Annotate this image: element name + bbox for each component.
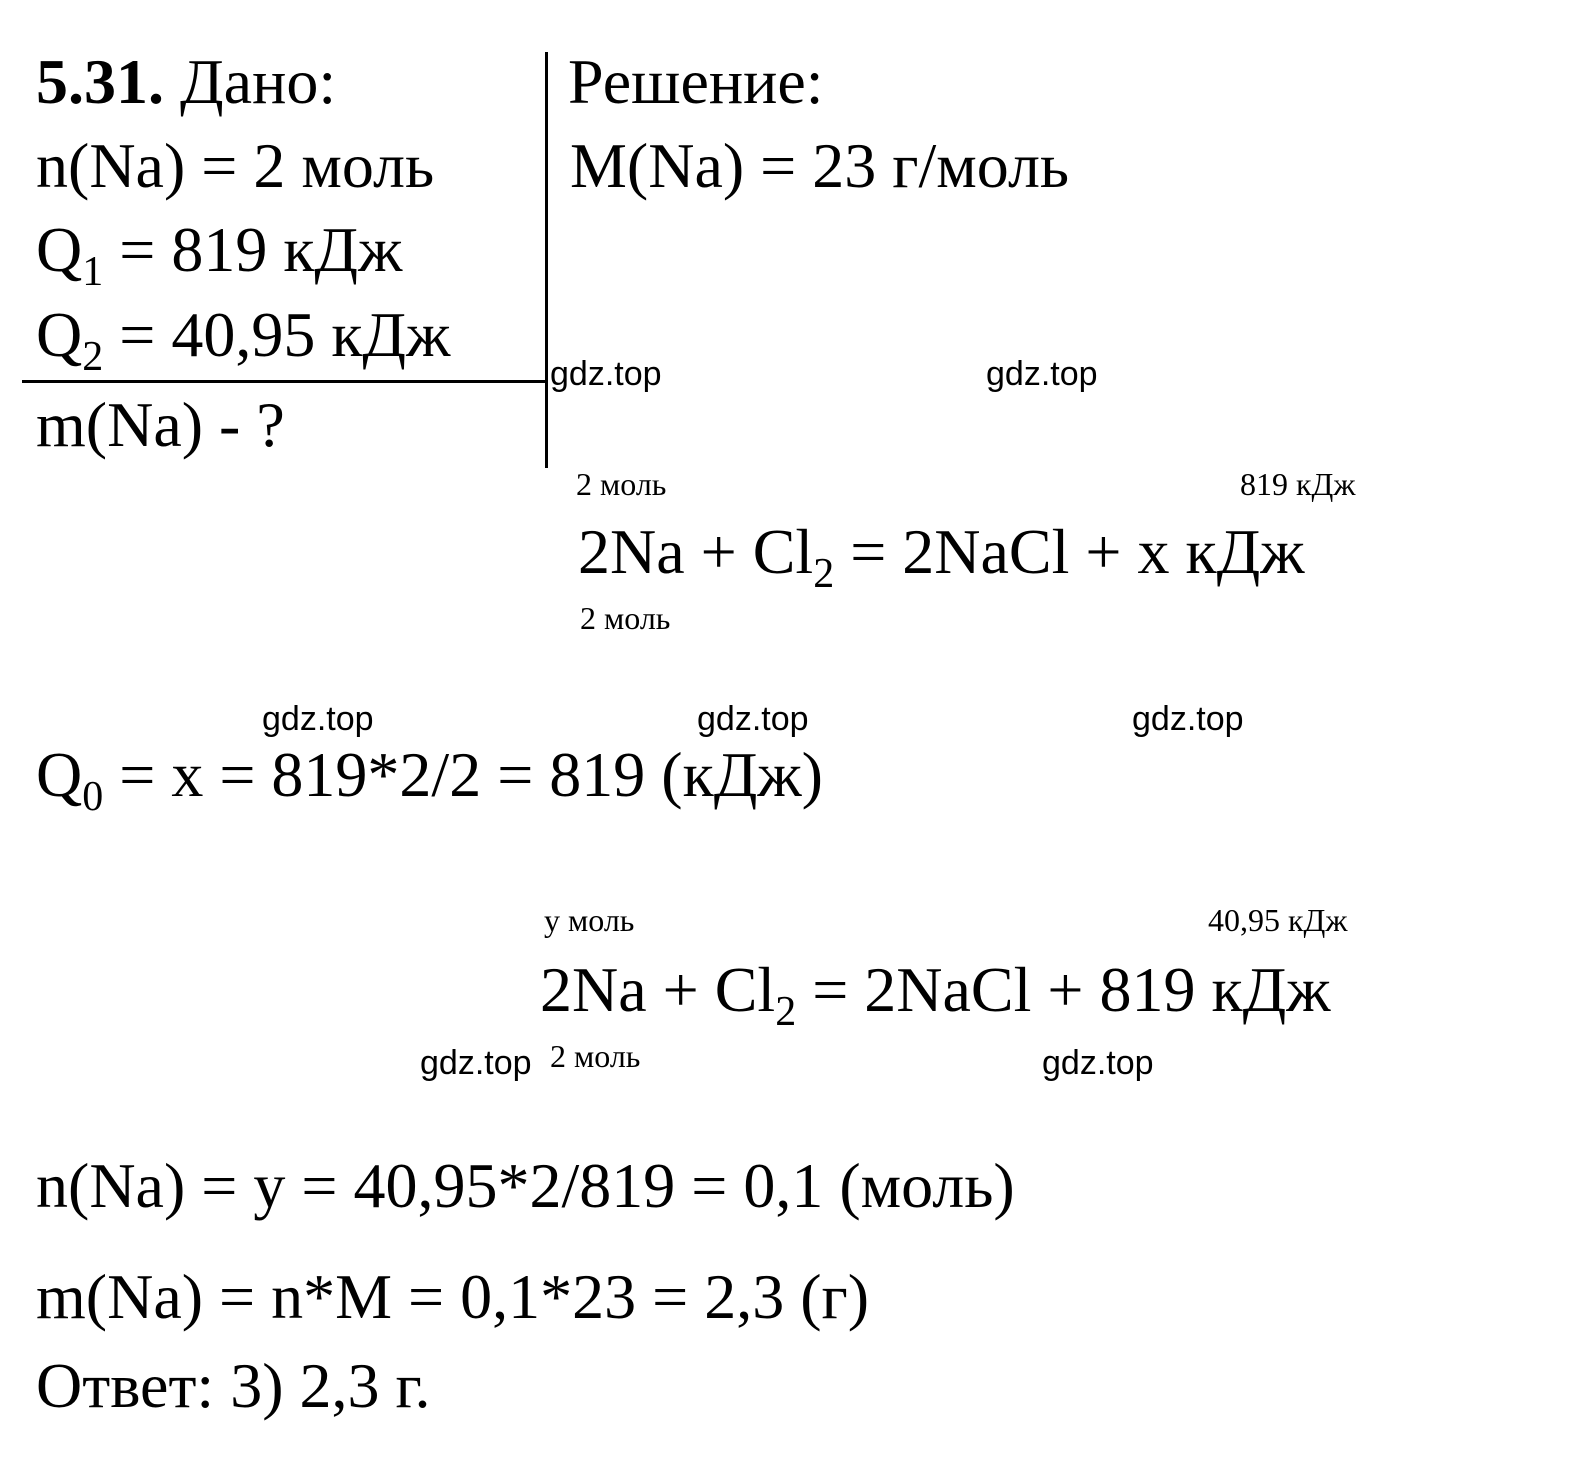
reaction2-subscript: 2 — [775, 989, 797, 1035]
reaction2-above-left: y моль — [544, 902, 635, 938]
molar-mass: M(Na) = 23 г/моль — [570, 130, 1070, 201]
q1-value: = 819 кДж — [103, 214, 403, 285]
calc-amount: n(Na) = y = 40,95*2/819 = 0,1 (моль) — [36, 1150, 1015, 1221]
watermark: gdz.top — [420, 1044, 532, 1082]
reaction1-reactants: 2Na + Cl — [578, 516, 814, 587]
watermark: gdz.top — [1132, 700, 1244, 738]
reaction2-equation: 2Na + Cl2 = 2NaCl + 819 кДж — [540, 958, 1330, 1034]
reaction1-above-left: 2 моль — [576, 466, 667, 502]
reaction2-reactants: 2Na + Cl — [540, 954, 776, 1025]
calc-heat: Q0 = x = 819*2/2 = 819 (кДж) — [36, 743, 823, 819]
watermark: gdz.top — [550, 355, 662, 393]
reaction2-products: = 2NaCl + 819 кДж — [796, 954, 1331, 1025]
q1-symbol: Q — [36, 214, 83, 285]
q1-subscript: 1 — [82, 249, 104, 295]
reaction2-below-left: 2 моль — [550, 1038, 641, 1074]
reaction1-subscript: 2 — [813, 551, 835, 597]
reaction1-products: = 2NaCl + x кДж — [834, 516, 1305, 587]
reaction1-below-left: 2 моль — [580, 600, 671, 636]
find-line: m(Na) - ? — [36, 389, 285, 460]
q0-subscript: 0 — [82, 774, 104, 820]
given-q2: Q2 = 40,95 кДж — [36, 303, 450, 379]
solution-title: Решение: — [568, 46, 824, 117]
reaction1-above-right: 819 кДж — [1240, 466, 1356, 502]
given-amount: n(Na) = 2 моль — [36, 130, 435, 201]
given-divider — [22, 380, 546, 383]
reaction1-equation: 2Na + Cl2 = 2NaCl + x кДж — [578, 520, 1304, 596]
problem-number: 5.31. — [36, 46, 164, 117]
watermark: gdz.top — [1042, 1044, 1154, 1082]
q2-subscript: 2 — [82, 334, 104, 380]
given-title: Дано: — [180, 46, 337, 117]
answer: Ответ: 3) 2,3 г. — [36, 1350, 431, 1421]
reaction2-above-right: 40,95 кДж — [1208, 902, 1348, 938]
given-q1: Q1 = 819 кДж — [36, 218, 402, 294]
problem-header: 5.31. Дано: — [36, 50, 336, 114]
q0-symbol: Q — [36, 739, 83, 810]
vertical-divider — [545, 52, 548, 468]
q2-symbol: Q — [36, 299, 83, 370]
watermark: gdz.top — [986, 355, 1098, 393]
watermark: gdz.top — [262, 700, 374, 738]
q0-expression: = x = 819*2/2 = 819 (кДж) — [103, 739, 823, 810]
calc-mass: m(Na) = n*M = 0,1*23 = 2,3 (г) — [36, 1261, 870, 1332]
q2-value: = 40,95 кДж — [103, 299, 451, 370]
watermark: gdz.top — [697, 700, 809, 738]
